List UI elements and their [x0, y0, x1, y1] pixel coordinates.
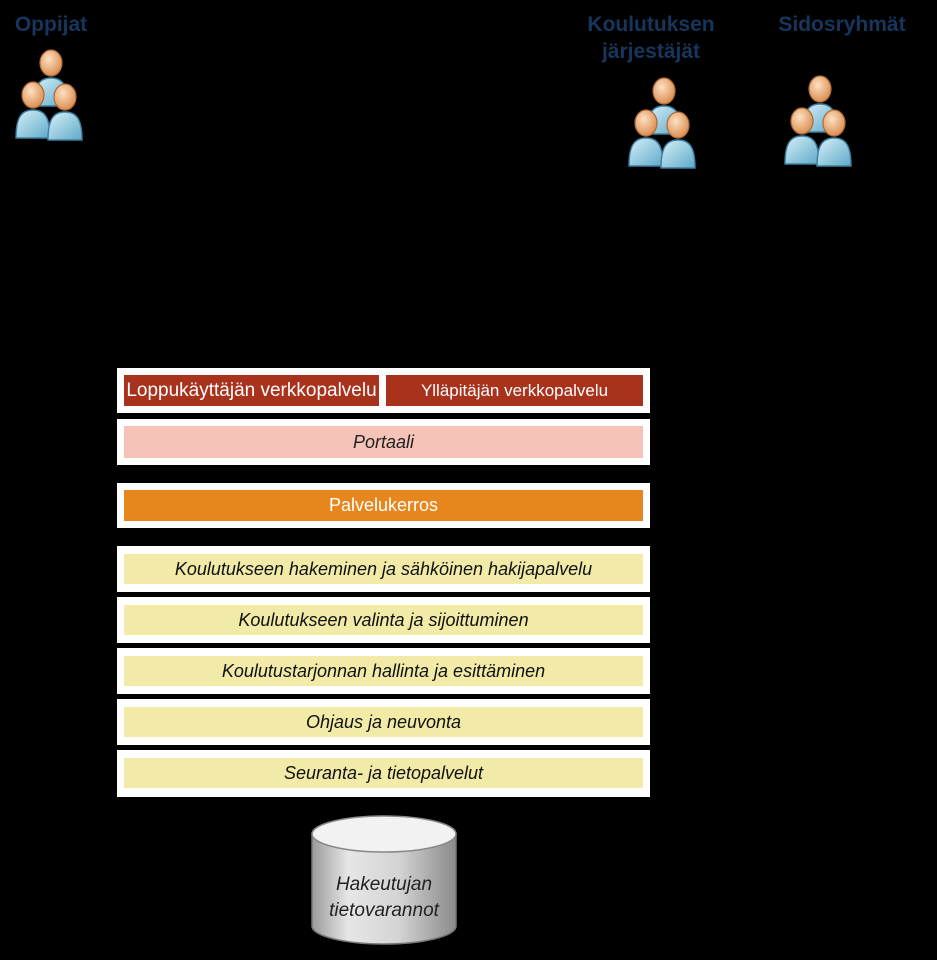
users-group-icon [782, 72, 854, 180]
users-group-icon [13, 46, 85, 154]
actor-label-providers-line1: Koulutuksen [587, 13, 715, 36]
database-label-line2: tietovarannot [329, 900, 439, 921]
module-guidance: Ohjaus ja neuvonta [124, 707, 643, 737]
module-frame: Koulutukseen valinta ja sijoittuminen [117, 597, 650, 643]
module-frame: Ohjaus ja neuvonta [117, 699, 650, 745]
database-label-line1: Hakeutujan [335, 874, 433, 895]
module-monitoring: Seuranta- ja tietopalvelut [124, 758, 643, 788]
enduser-web-service: Loppukäyttäjän verkkopalvelu [124, 375, 379, 406]
portal-frame: Portaali [117, 419, 650, 465]
database-label: Hakeutujan tietovarannot [312, 872, 456, 924]
database-cylinder-icon [311, 815, 457, 945]
actor-label-learners: Oppijat [14, 13, 88, 36]
admin-web-service: Ylläpitäjän verkkopalvelu [386, 375, 643, 406]
module-frame: Seuranta- ja tietopalvelut [117, 750, 650, 797]
actor-label-stakeholders: Sidosryhmät [778, 13, 906, 36]
web-services-frame: Loppukäyttäjän verkkopalvelu Ylläpitäjän… [117, 368, 650, 413]
users-group-icon [626, 74, 698, 182]
portal-layer: Portaali [124, 426, 643, 458]
service-layer-frame: Palvelukerros [117, 483, 650, 528]
module-application: Koulutukseen hakeminen ja sähköinen haki… [124, 554, 643, 584]
actor-label-providers-line2: järjestäjät [601, 40, 701, 63]
module-offering: Koulutustarjonnan hallinta ja esittämine… [124, 656, 643, 686]
service-layer: Palvelukerros [124, 490, 643, 521]
module-frame: Koulutukseen hakeminen ja sähköinen haki… [117, 546, 650, 592]
actor-label-providers: Koulutuksen järjestäjät [570, 11, 732, 65]
module-selection: Koulutukseen valinta ja sijoittuminen [124, 605, 643, 635]
module-frame: Koulutustarjonnan hallinta ja esittämine… [117, 648, 650, 694]
